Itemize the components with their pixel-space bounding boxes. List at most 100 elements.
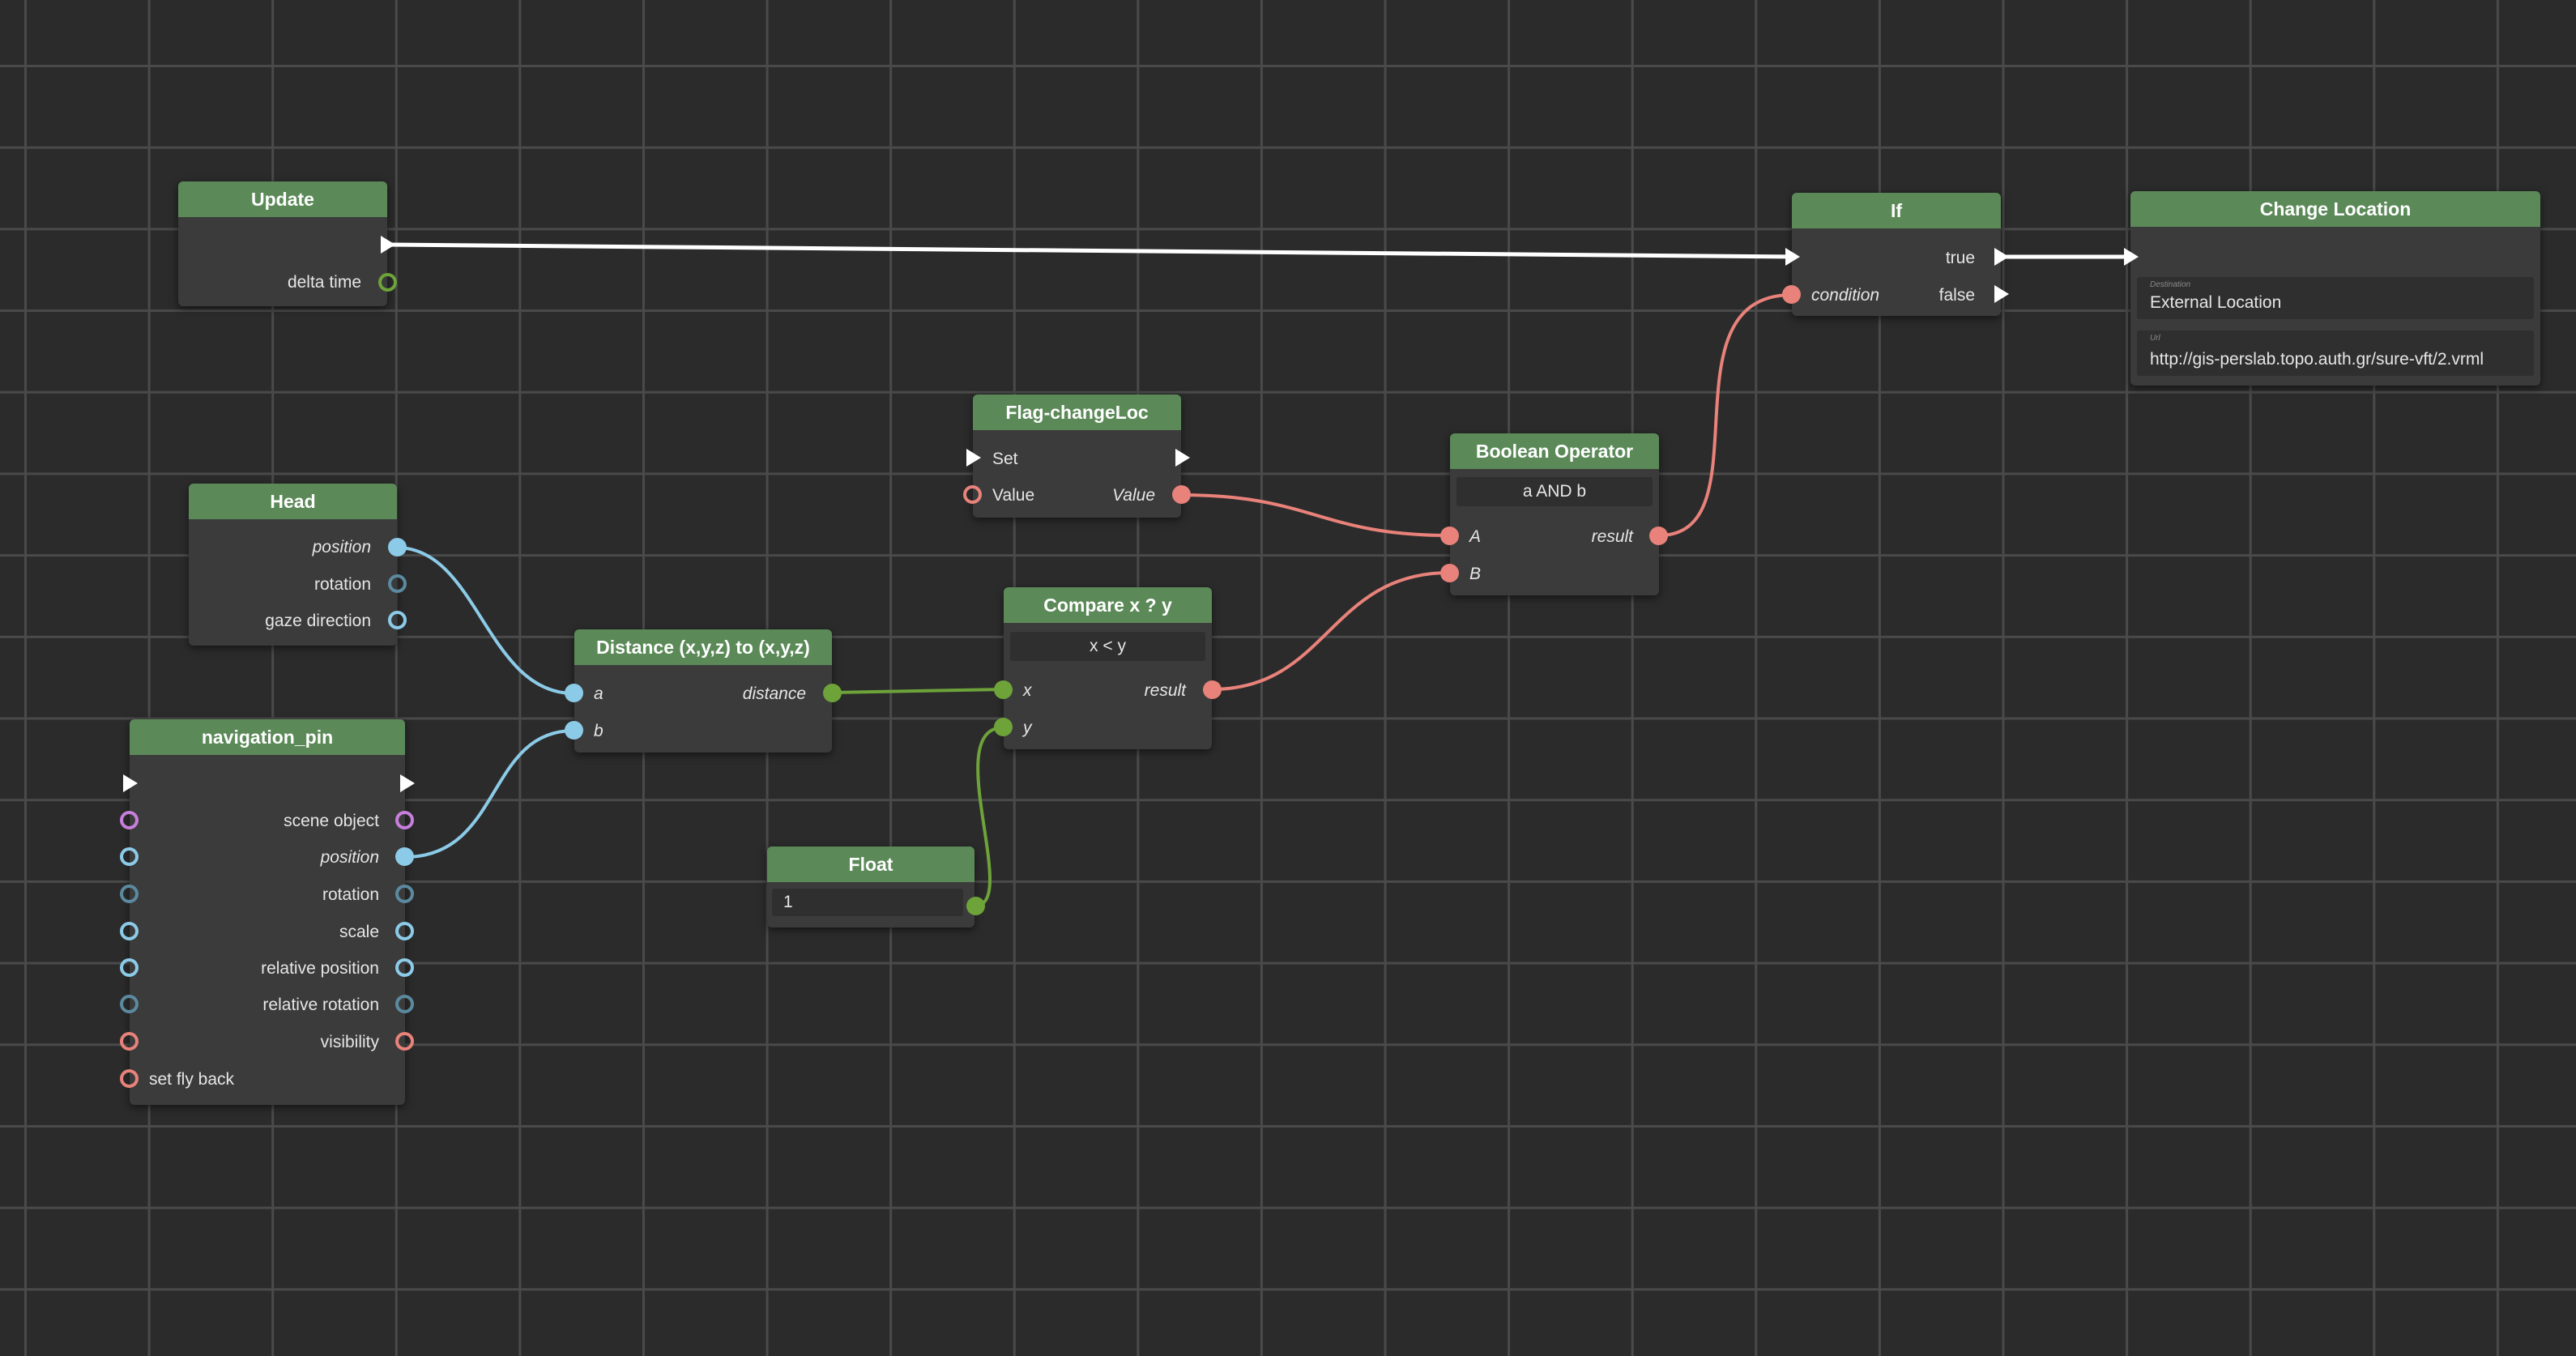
flag-set-exec-in[interactable] bbox=[966, 449, 981, 467]
wire-navpin-position-to-distance-b bbox=[404, 729, 574, 859]
navpin-visibility-out-pin[interactable] bbox=[395, 1032, 414, 1051]
if-true-exec-out[interactable] bbox=[1994, 248, 2009, 266]
node-navigation-pin[interactable]: navigation_pin scene object position rot… bbox=[120, 719, 415, 1105]
navpin-relative-position-in-pin[interactable] bbox=[120, 958, 139, 977]
navpin-position-out-pin[interactable] bbox=[395, 847, 414, 866]
head-position-pin[interactable] bbox=[388, 538, 407, 556]
navpin-scale-in-pin[interactable] bbox=[120, 922, 139, 940]
node-update-title: Update bbox=[178, 181, 387, 217]
flag-value-out-pin[interactable] bbox=[1172, 485, 1191, 504]
flag-exec-out[interactable] bbox=[1175, 449, 1190, 467]
node-if[interactable]: If true condition false bbox=[1782, 193, 2009, 316]
navpin-rotation-out-pin[interactable] bbox=[395, 885, 414, 903]
change-location-exec-in[interactable] bbox=[2124, 248, 2139, 266]
node-float-title: Float bbox=[767, 846, 975, 882]
navigation-pin-exec-in[interactable] bbox=[123, 774, 138, 792]
distance-b-pin[interactable] bbox=[565, 721, 583, 740]
head-rotation-pin[interactable] bbox=[388, 574, 407, 593]
flag-set-label: Set bbox=[992, 450, 1018, 468]
head-gaze-direction-pin[interactable] bbox=[388, 611, 407, 629]
node-update[interactable]: Update delta time bbox=[178, 181, 397, 306]
navpin-relative-rotation-out-pin[interactable] bbox=[395, 995, 414, 1013]
boolean-result-pin[interactable] bbox=[1649, 527, 1668, 545]
navpin-scale-label: scale bbox=[339, 923, 379, 941]
navpin-relative-position-label: relative position bbox=[261, 959, 379, 978]
if-exec-in[interactable] bbox=[1785, 248, 1800, 266]
flag-value-in-label: Value bbox=[992, 486, 1035, 505]
boolean-operator-select[interactable]: a AND b bbox=[1456, 477, 1653, 506]
flag-value-out-label: Value bbox=[1112, 486, 1155, 505]
compare-y-label: y bbox=[1023, 719, 1032, 737]
distance-b-label: b bbox=[594, 722, 603, 740]
node-change-location[interactable]: Change Location Destination External Loc… bbox=[2124, 191, 2540, 386]
node-boolean-title: Boolean Operator bbox=[1450, 433, 1659, 469]
navpin-visibility-in-pin[interactable] bbox=[120, 1032, 139, 1051]
destination-caption: Destination bbox=[2150, 280, 2191, 289]
wire-distance-to-compare-x bbox=[831, 688, 1004, 694]
boolean-result-label: result bbox=[1591, 527, 1633, 546]
destination-value: External Location bbox=[2150, 293, 2282, 312]
navpin-rotation-label: rotation bbox=[322, 885, 379, 904]
compare-y-pin[interactable] bbox=[994, 718, 1013, 736]
if-false-exec-out[interactable] bbox=[1994, 285, 2009, 303]
navpin-position-label: position bbox=[320, 848, 379, 867]
boolean-a-label: A bbox=[1469, 527, 1482, 546]
head-rotation-label: rotation bbox=[313, 575, 371, 594]
wire-boolean-result-to-if-condition bbox=[1658, 293, 1793, 537]
navpin-scene-object-label: scene object bbox=[284, 812, 379, 830]
node-head[interactable]: Head position rotation gaze direction bbox=[189, 484, 407, 646]
navpin-set-fly-back-label: set fly back bbox=[149, 1070, 235, 1089]
change-location-destination-select[interactable]: Destination External Location bbox=[2137, 277, 2534, 319]
distance-a-label: a bbox=[594, 684, 603, 703]
compare-x-label: x bbox=[1023, 681, 1032, 700]
update-delta-time-label: delta time bbox=[287, 273, 361, 292]
navigation-pin-exec-out[interactable] bbox=[400, 774, 415, 792]
boolean-a-pin[interactable] bbox=[1440, 527, 1459, 545]
head-gaze-direction-label: gaze direction bbox=[265, 612, 371, 630]
change-location-url-input[interactable]: Url http://gis-perslab.topo.auth.gr/sure… bbox=[2137, 330, 2534, 376]
node-if-title: If bbox=[1792, 193, 2001, 228]
float-value-input[interactable]: 1 bbox=[772, 889, 963, 916]
wire-compare-result-to-boolean-b bbox=[1211, 571, 1450, 691]
node-boolean-operator[interactable]: Boolean Operator a AND b A B result bbox=[1440, 433, 1668, 595]
if-condition-label: condition bbox=[1811, 286, 1880, 305]
distance-a-pin[interactable] bbox=[565, 684, 583, 702]
if-condition-pin[interactable] bbox=[1782, 285, 1801, 304]
navpin-position-in-pin[interactable] bbox=[120, 847, 139, 866]
wire-head-position-to-distance-a bbox=[396, 546, 574, 695]
update-delta-time-pin[interactable] bbox=[378, 273, 397, 292]
distance-distance-pin[interactable] bbox=[823, 684, 842, 702]
navpin-rotation-in-pin[interactable] bbox=[120, 885, 139, 903]
navpin-scale-out-pin[interactable] bbox=[395, 922, 414, 940]
url-value: http://gis-perslab.topo.auth.gr/sure-vft… bbox=[2150, 350, 2484, 369]
node-float[interactable]: Float 1 bbox=[767, 846, 985, 927]
node-compare-title: Compare x ? y bbox=[1004, 587, 1212, 623]
navpin-relative-rotation-in-pin[interactable] bbox=[120, 995, 139, 1013]
boolean-b-pin[interactable] bbox=[1440, 564, 1459, 582]
update-exec-out[interactable] bbox=[381, 236, 395, 254]
if-false-label: false bbox=[1938, 286, 1975, 305]
wire-float-to-compare-y bbox=[975, 726, 1004, 907]
wire-update-to-if bbox=[386, 242, 1801, 259]
navpin-set-fly-back-in-pin[interactable] bbox=[120, 1069, 139, 1088]
flag-value-in-pin[interactable] bbox=[963, 485, 982, 504]
head-position-label: position bbox=[312, 538, 371, 556]
node-distance[interactable]: Distance (x,y,z) to (x,y,z) a b distance bbox=[565, 629, 842, 753]
node-flag-changeloc[interactable]: Flag-changeLoc Set Value Value bbox=[963, 394, 1191, 518]
node-navigation-pin-title: navigation_pin bbox=[130, 719, 405, 755]
navpin-scene-object-in-pin[interactable] bbox=[120, 811, 139, 829]
navpin-relative-position-out-pin[interactable] bbox=[395, 958, 414, 977]
node-change-location-title: Change Location bbox=[2130, 191, 2540, 227]
if-true-label: true bbox=[1945, 249, 1975, 267]
node-distance-title: Distance (x,y,z) to (x,y,z) bbox=[574, 629, 832, 665]
node-compare[interactable]: Compare x ? y x < y x y result bbox=[994, 587, 1222, 749]
node-head-title: Head bbox=[189, 484, 397, 519]
compare-operator-select[interactable]: x < y bbox=[1010, 632, 1205, 661]
navpin-scene-object-out-pin[interactable] bbox=[395, 811, 414, 829]
navpin-visibility-label: visibility bbox=[320, 1033, 379, 1051]
distance-distance-label: distance bbox=[742, 684, 806, 703]
float-out-pin[interactable] bbox=[966, 897, 985, 915]
compare-x-pin[interactable] bbox=[994, 680, 1013, 699]
compare-result-pin[interactable] bbox=[1203, 680, 1222, 699]
